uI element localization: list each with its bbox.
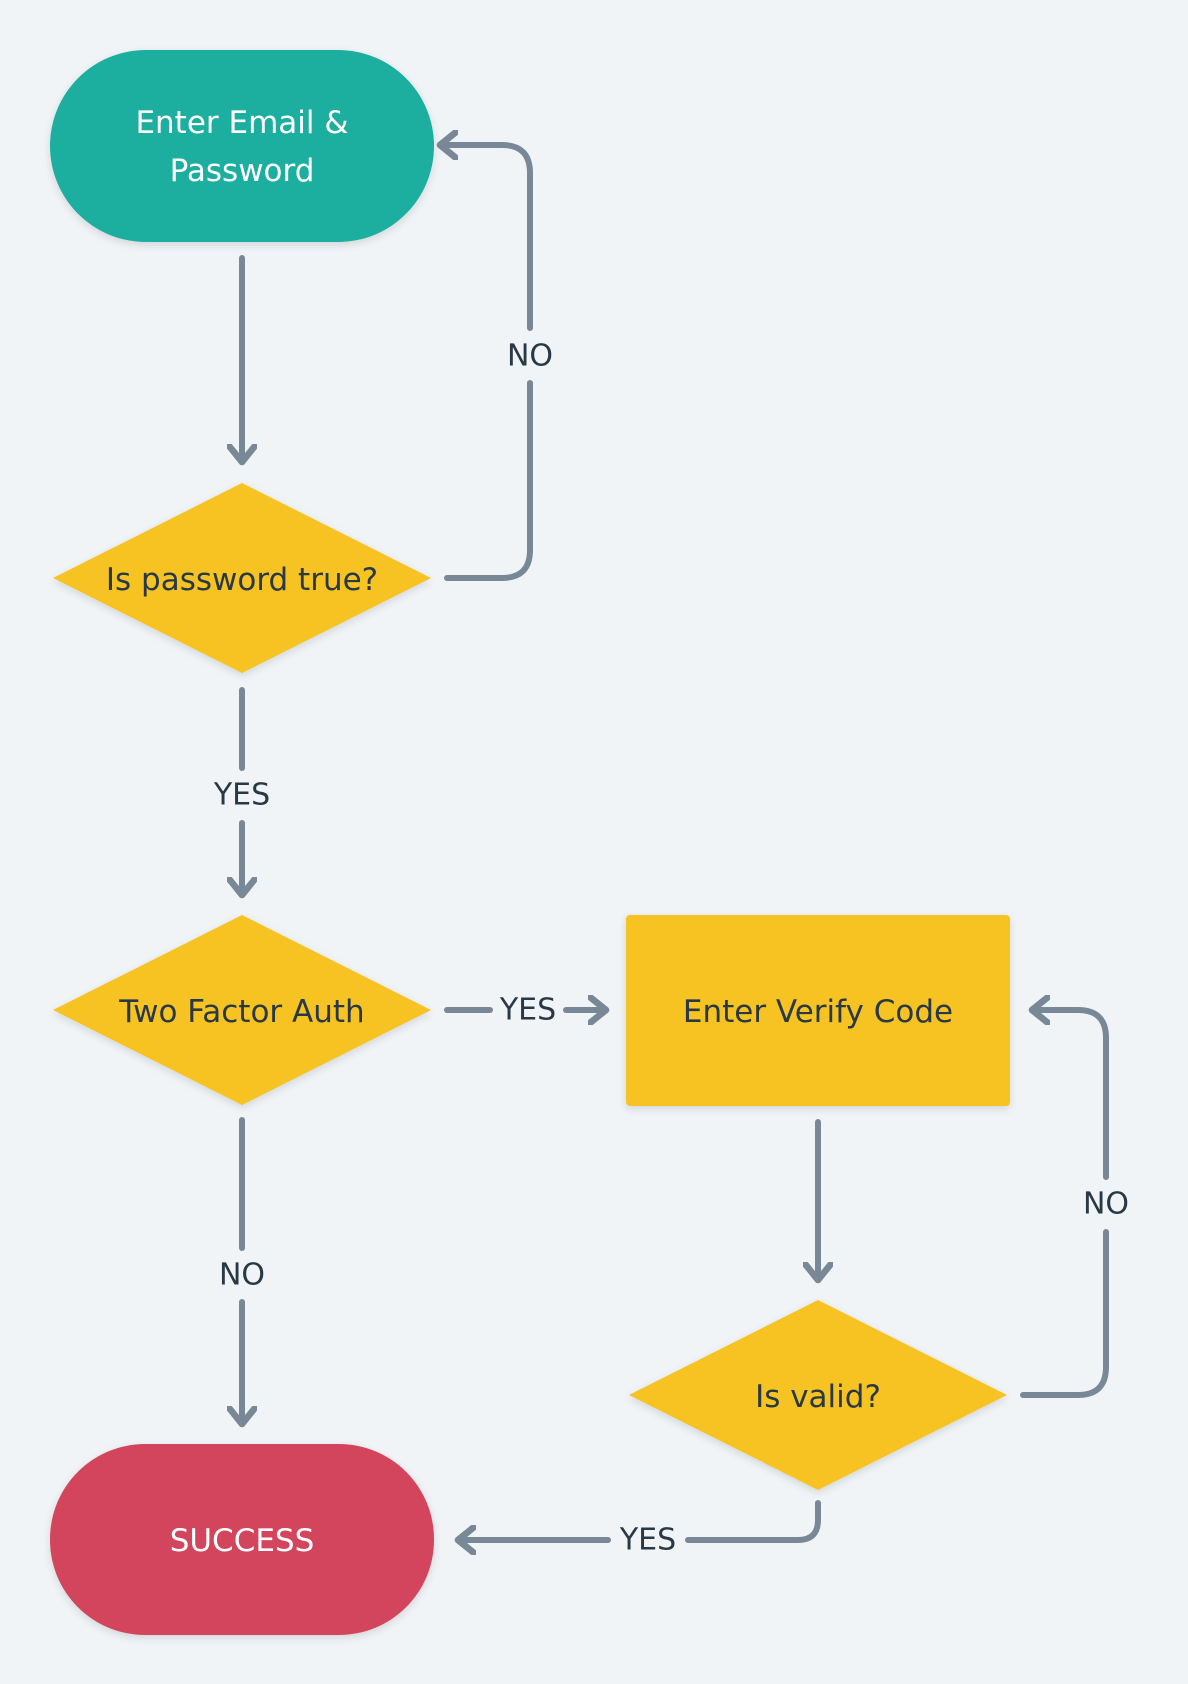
- edge-label-password-no: NO: [507, 339, 553, 374]
- end-node-success[interactable]: SUCCESS: [50, 1444, 434, 1635]
- decision-node-is-valid[interactable]: Is valid?: [629, 1300, 1007, 1490]
- decision-label-password-check: Is password true?: [106, 562, 378, 598]
- edge-password-no-loop-upper: [440, 145, 533, 331]
- edge-label-two-factor-no: NO: [219, 1258, 265, 1293]
- process-label-verify-code: Enter Verify Code: [683, 994, 953, 1030]
- edge-password-no-loop-lower: [444, 380, 533, 581]
- edge-valid-no-loop-lower: [1020, 1229, 1109, 1398]
- edge-valid-no-loop-upper: [1032, 1010, 1109, 1180]
- start-node-label-line2: Password: [170, 153, 315, 189]
- start-node-enter-credentials[interactable]: Enter Email & Password: [50, 50, 434, 242]
- decision-label-two-factor: Two Factor Auth: [118, 994, 364, 1030]
- end-node-label: SUCCESS: [170, 1523, 315, 1559]
- edge-label-valid-no: NO: [1083, 1187, 1129, 1222]
- edge-valid-yes-right: [685, 1500, 821, 1543]
- edge-label-password-yes: YES: [213, 778, 270, 813]
- edge-label-two-factor-yes: YES: [499, 993, 556, 1028]
- decision-label-is-valid: Is valid?: [755, 1379, 881, 1415]
- edge-label-valid-yes: YES: [619, 1523, 676, 1558]
- process-node-verify-code[interactable]: Enter Verify Code: [626, 915, 1010, 1106]
- decision-node-two-factor[interactable]: Two Factor Auth: [53, 915, 431, 1105]
- start-node-label-line1: Enter Email &: [135, 105, 348, 141]
- decision-node-password-check[interactable]: Is password true?: [53, 483, 431, 673]
